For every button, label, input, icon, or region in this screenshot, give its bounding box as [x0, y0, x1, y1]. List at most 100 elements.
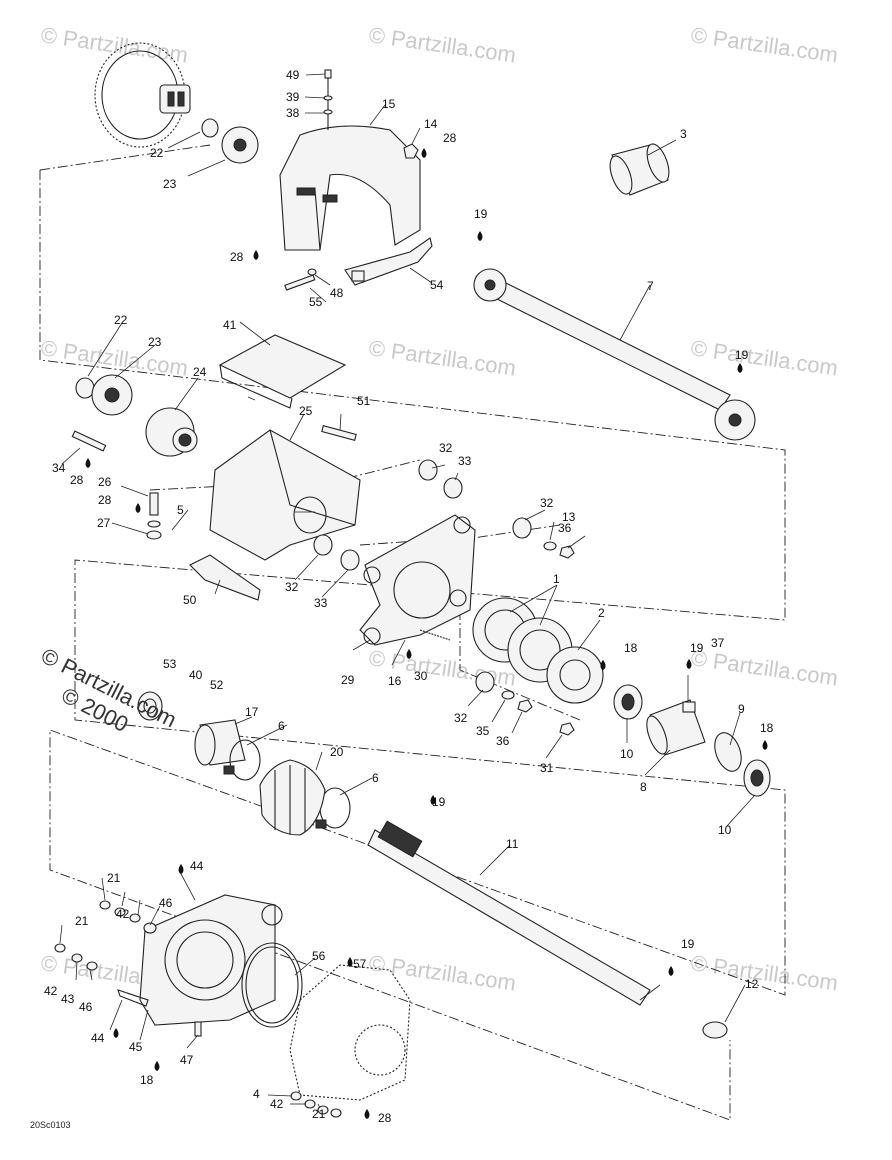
callout-number: 11 — [506, 837, 519, 851]
oil-drop-icon — [600, 660, 606, 670]
callout-number: 18 — [624, 641, 638, 655]
watermark-text: © Partzilla.com — [39, 22, 189, 67]
oil-drop-icon — [737, 363, 743, 373]
seal-10-b — [743, 759, 771, 797]
ring-2 — [546, 646, 604, 704]
callout-number: 27 — [97, 516, 111, 530]
callout-number: 41 — [223, 318, 237, 332]
callout-number: 36 — [558, 521, 572, 535]
callout-number: 19 — [690, 641, 704, 655]
callout-number: 33 — [458, 454, 472, 468]
nut-36-a — [559, 545, 575, 559]
callout-number: 32 — [285, 580, 299, 594]
callout-number: 40 — [189, 668, 203, 682]
callout-number: 46 — [79, 1000, 93, 1014]
callout-number: 42 — [270, 1097, 284, 1111]
plate-41 — [218, 334, 347, 409]
impeller-housing — [289, 964, 411, 1101]
callout-number: 36 — [496, 734, 510, 748]
callout-number: 42 — [116, 907, 130, 921]
bushing-32-d — [475, 671, 495, 693]
callout-number: 38 — [286, 106, 300, 120]
callout-number: 44 — [190, 859, 204, 873]
callout-number: 22 — [150, 146, 164, 160]
seal-10-a — [613, 684, 643, 720]
oil-drop-icon — [113, 1028, 119, 1038]
callout-number: 23 — [163, 177, 177, 191]
oil-drop-icon — [364, 1109, 370, 1119]
callout-number: 5 — [177, 503, 184, 517]
callout-number: 26 — [98, 475, 112, 489]
callout-number: 9 — [738, 702, 745, 716]
belt-guard-15 — [279, 125, 421, 251]
pump-housing — [139, 894, 283, 1026]
oil-drop-icon — [154, 1061, 160, 1071]
spring-30 — [419, 629, 451, 641]
coupler-23-mid — [91, 374, 133, 416]
callout-number: 21 — [107, 871, 121, 885]
callout-number: 53 — [163, 657, 177, 671]
oil-drop-icon — [406, 649, 412, 659]
bushing-33-b — [340, 549, 360, 571]
oil-drop-icon — [762, 740, 768, 750]
oil-drop-icon — [686, 659, 692, 669]
callout-number: 23 — [148, 335, 162, 349]
bushing-33-a — [443, 477, 463, 499]
callout-number: 46 — [159, 896, 173, 910]
callout-number: 42 — [44, 984, 58, 998]
callout-number: 16 — [388, 674, 402, 688]
washer-35 — [501, 690, 515, 700]
oil-drop-icon — [668, 966, 674, 976]
watermark-text: © Partzilla.com — [39, 335, 189, 380]
callout-number: 54 — [430, 278, 444, 292]
callout-number: 43 — [61, 992, 75, 1006]
impeller-shaft-11 — [367, 820, 651, 1006]
bushing-22-mid — [75, 377, 95, 399]
watermark-foreground: © Partzilla.com © 2000 — [37, 643, 180, 737]
callout-number: 49 — [286, 68, 300, 82]
bearing-17 — [194, 719, 246, 766]
fitting-37 — [682, 701, 696, 713]
watermark-text: © Partzilla.com — [367, 950, 517, 995]
callout-number: 14 — [424, 117, 438, 131]
drive-pulley — [94, 42, 191, 148]
callout-number: 18 — [760, 721, 774, 735]
reference-code: 20Sc0103 — [30, 1120, 71, 1130]
callout-number: 17 — [245, 705, 259, 719]
bolt-51 — [321, 425, 357, 441]
seal-53 — [137, 691, 163, 721]
callout-number: 8 — [640, 780, 647, 794]
housing-bracket-25 — [209, 429, 361, 561]
oil-drop-icon — [347, 957, 353, 967]
callout-number: 20 — [330, 745, 344, 759]
oil-drop-icon — [421, 148, 427, 158]
sleeve-8 — [646, 699, 706, 756]
mount-plate-29 — [359, 514, 476, 646]
clamp-6-a — [223, 739, 261, 781]
callout-number: 28 — [98, 493, 112, 507]
callout-number: 15 — [382, 97, 396, 111]
watermark-text: © Partzilla.com — [367, 22, 517, 67]
callout-number: 45 — [129, 1040, 143, 1054]
callout-number: 37 — [711, 636, 725, 650]
callout-number: 35 — [476, 724, 490, 738]
callout-numbers: 1234566789101011121314151617181818191919… — [44, 68, 774, 1125]
oil-drop-icon — [253, 250, 259, 260]
callout-number: 6 — [278, 719, 285, 733]
hardware-stack-left — [54, 900, 157, 971]
bolt-26 — [146, 492, 162, 540]
callout-number: 22 — [114, 313, 128, 327]
nut-14 — [403, 143, 419, 159]
bolt-49 — [323, 69, 333, 130]
watermark-text: © Partzilla.com — [689, 950, 839, 995]
callout-number: 56 — [312, 949, 326, 963]
callout-number: 50 — [183, 593, 197, 607]
watermark-layer: © Partzilla.com © Partzilla.com © Partzill… — [39, 22, 839, 995]
callout-number: 10 — [620, 747, 634, 761]
oil-drop-icon — [477, 231, 483, 241]
callout-number: 1 — [553, 572, 560, 586]
callout-number: 4 — [253, 1087, 260, 1101]
bushing-32-a — [418, 459, 438, 481]
callout-number: 12 — [745, 977, 759, 991]
